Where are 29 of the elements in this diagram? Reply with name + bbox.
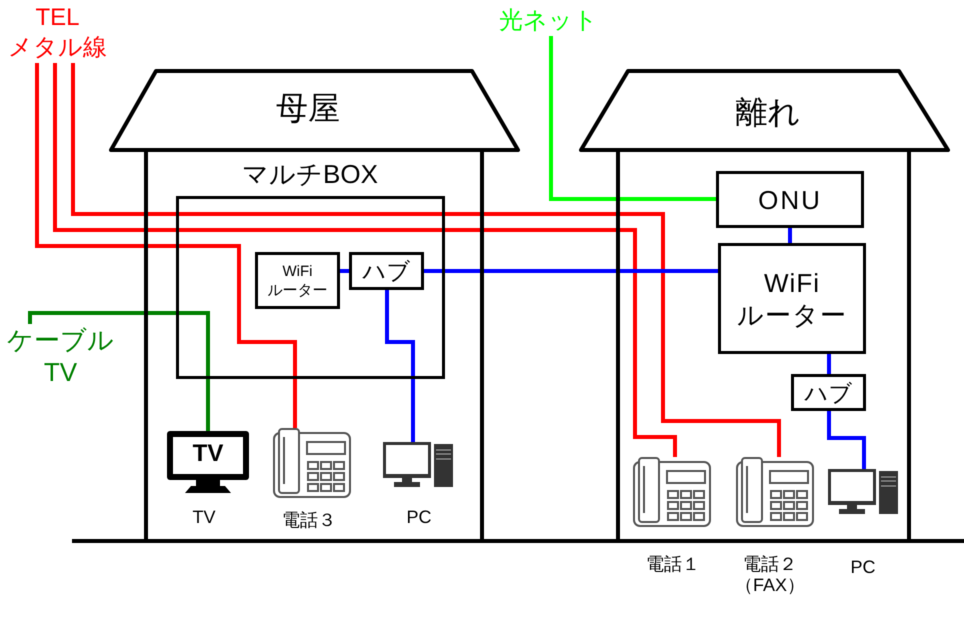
source-label: ケーブル TV [3,324,118,388]
cable [35,63,297,428]
cable [549,36,716,201]
cable [424,269,718,273]
house-label: 離れ [736,93,800,132]
cable [71,63,781,457]
cable [827,354,831,374]
device-label: TV [192,507,216,528]
cable [28,311,210,431]
device-label: 電話２（FAX） [734,554,806,596]
source-label: 光ネット [499,6,598,36]
house-label: 母屋 [276,89,340,128]
hub-box: ハブ [791,374,866,411]
device-label: 電話３ [282,510,336,531]
cable [788,228,792,243]
cable [827,411,866,469]
onu-box: ONU [716,171,864,228]
source-label: TEL メタル線 [5,3,110,63]
screen-label: TV [192,441,224,467]
box-heading: マルチBOX [242,159,378,189]
router-box: WiFi ルーター [255,252,340,309]
cable [340,269,349,273]
device-label: PC [850,557,876,578]
device-label: PC [406,507,432,528]
hub-box: ハブ [349,252,424,290]
cable [385,290,415,442]
device-label: 電話１ [646,554,700,575]
cable [53,63,677,457]
router-box: WiFi ルーター [718,243,866,354]
